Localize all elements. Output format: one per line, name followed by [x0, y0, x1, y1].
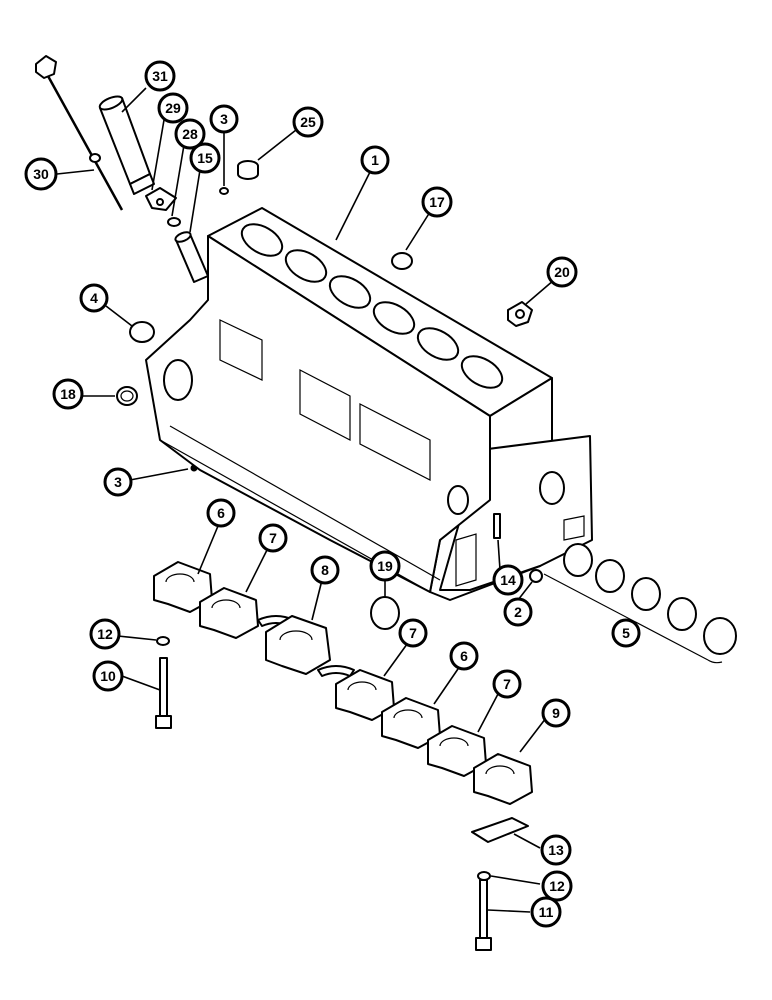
callout-4: 4	[79, 283, 109, 313]
callout-29: 29	[157, 92, 189, 124]
callout-9: 9	[541, 698, 571, 728]
cylinder-block	[145, 207, 593, 601]
sleeve	[174, 231, 209, 283]
svg-text:4: 4	[90, 290, 98, 306]
svg-text:11: 11	[539, 904, 554, 920]
callout-8: 8	[310, 555, 340, 585]
svg-text:6: 6	[460, 648, 468, 664]
svg-text:1: 1	[371, 152, 379, 168]
callout-15: 15	[189, 142, 221, 174]
callout-19: 19	[369, 550, 401, 582]
leader-lines	[56, 87, 555, 913]
callout-12-left: 12	[89, 618, 121, 650]
svg-text:12: 12	[97, 626, 113, 642]
svg-text:3: 3	[220, 111, 228, 127]
svg-text:28: 28	[182, 126, 198, 142]
cam-bushings	[543, 543, 737, 664]
o-ring	[167, 217, 181, 227]
svg-text:15: 15	[197, 150, 213, 166]
svg-text:19: 19	[377, 558, 393, 574]
callout-25: 25	[292, 106, 324, 138]
expansion-plug-4	[129, 321, 155, 343]
callout-18: 18	[52, 378, 84, 410]
dipstick-tube	[98, 95, 155, 195]
callout-17: 17	[421, 186, 453, 218]
nut-2	[529, 569, 543, 583]
svg-text:6: 6	[217, 505, 225, 521]
sender-20	[507, 301, 533, 327]
svg-text:2: 2	[514, 604, 522, 620]
callout-12-right: 12	[541, 870, 573, 902]
svg-text:7: 7	[503, 676, 511, 692]
svg-text:29: 29	[165, 100, 181, 116]
expansion-plug-18	[116, 386, 138, 406]
svg-text:31: 31	[152, 68, 168, 84]
callout-14: 14	[492, 564, 524, 596]
svg-text:13: 13	[548, 842, 564, 858]
dipstick	[35, 55, 124, 211]
callout-3-mid: 3	[103, 467, 133, 497]
callout-6-left: 6	[206, 498, 236, 528]
bolt-10	[155, 657, 172, 729]
svg-text:8: 8	[321, 562, 329, 578]
callout-28: 28	[174, 118, 206, 150]
callout-13: 13	[540, 834, 572, 866]
callout-20: 20	[546, 256, 578, 288]
svg-text:17: 17	[429, 194, 445, 210]
callout-10: 10	[92, 660, 124, 692]
plate-13	[471, 817, 529, 843]
svg-text:7: 7	[409, 625, 417, 641]
main-bearing-cap-2	[199, 587, 259, 639]
svg-text:5: 5	[622, 625, 630, 641]
callout-31: 31	[144, 60, 176, 92]
callout-7-mid: 7	[398, 618, 428, 648]
svg-text:12: 12	[549, 878, 565, 894]
main-bearing-cap-3	[265, 615, 331, 675]
bolt-11	[475, 879, 492, 951]
svg-text:10: 10	[100, 668, 116, 684]
svg-text:3: 3	[114, 474, 122, 490]
thrust-washer-b	[317, 665, 355, 677]
callout-3-top: 3	[209, 104, 239, 134]
callout-7-right: 7	[492, 669, 522, 699]
plug-small-top	[219, 187, 229, 195]
callout-1: 1	[360, 145, 390, 175]
tube-clamp	[145, 187, 177, 211]
callout-6-right: 6	[449, 641, 479, 671]
main-bearing-cap-5	[381, 697, 441, 749]
washer-12-left	[156, 636, 170, 646]
callout-2: 2	[503, 597, 533, 627]
bolt-14	[493, 513, 501, 539]
svg-text:9: 9	[552, 705, 560, 721]
svg-text:30: 30	[33, 166, 49, 182]
svg-text:14: 14	[500, 572, 516, 588]
washer-12-right	[477, 871, 491, 881]
plug-17	[391, 252, 413, 270]
callout-5: 5	[611, 618, 641, 648]
main-bearing-cap-7	[473, 753, 533, 805]
svg-text:20: 20	[554, 264, 570, 280]
callout-7-left: 7	[258, 523, 288, 553]
plug-19	[370, 596, 400, 630]
callout-11: 11	[530, 896, 562, 928]
svg-text:18: 18	[60, 386, 76, 402]
callout-30: 30	[24, 157, 58, 191]
svg-text:25: 25	[300, 114, 316, 130]
svg-text:7: 7	[269, 530, 277, 546]
cup-plug-25	[237, 160, 259, 180]
